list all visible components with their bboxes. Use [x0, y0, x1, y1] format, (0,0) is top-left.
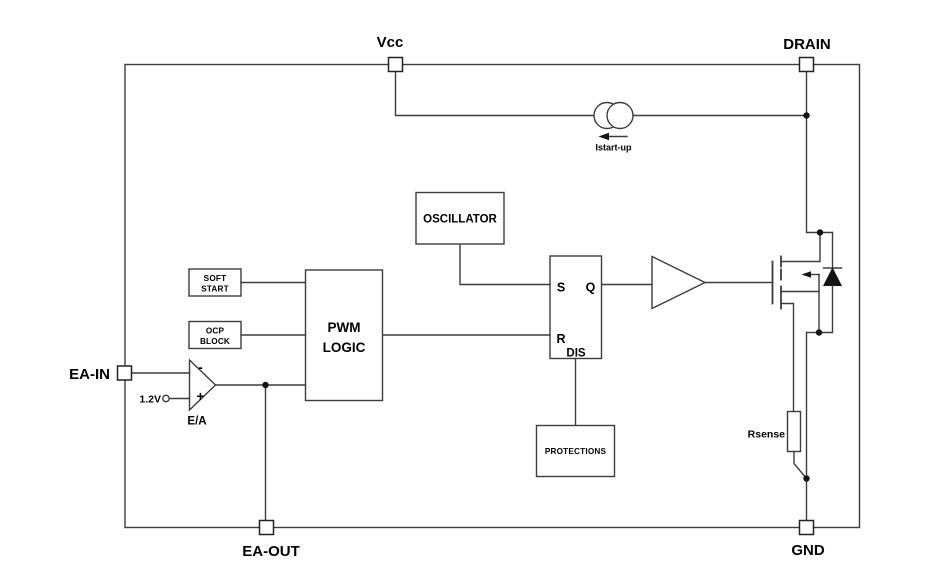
latch-dis-label: DIS [566, 348, 586, 360]
mosfet-body-arrow [801, 271, 820, 334]
latch-q-label: Q [586, 281, 596, 295]
pwm-label-line1: PWM [328, 320, 361, 335]
gnd-pin [798, 519, 815, 536]
soft-start-label-line1: SOFT [204, 274, 227, 283]
power-mosfet-symbol [771, 231, 821, 413]
ea-out-pin-label: EA-OUT [242, 543, 300, 560]
protections-label: PROTECTIONS [545, 447, 607, 456]
gate-driver-buffer [651, 255, 707, 310]
ic-boundary [124, 63, 861, 529]
wire-vcc-feed [394, 70, 595, 117]
ea-plus-sign: + [197, 389, 205, 404]
wire-mosfet-sense-source [780, 302, 795, 413]
protections-block [535, 424, 616, 478]
gnd-pin-label: GND [791, 542, 825, 559]
vcc-pin-label: Vcc [377, 34, 404, 51]
drain-pin-label: DRAIN [783, 36, 831, 53]
ea-in-pin-label: EA-IN [69, 366, 110, 383]
sr-latch-block [549, 255, 603, 360]
wire-oscillator-to-s [459, 243, 551, 286]
error-amp-triangle [188, 358, 217, 412]
ea-minus-sign: - [198, 360, 203, 375]
rsense-label: Rsense [748, 429, 786, 441]
startup-current-source-circuit [394, 70, 808, 141]
istartup-arrow-icon [598, 132, 628, 141]
wire-rsense-bottom [793, 450, 808, 480]
ocp-block [188, 320, 242, 350]
wire-drain-drop [805, 70, 834, 234]
body-diode-icon [818, 231, 843, 334]
ocp-label-line2: BLOCK [200, 337, 230, 346]
latch-s-label: S [557, 281, 565, 295]
ea-out-pin [258, 519, 275, 536]
error-amplifier [131, 358, 217, 412]
oscillator-label: OSCILLATOR [423, 214, 497, 226]
vref-label: 1.2V [139, 394, 161, 406]
pwm-logic-block [304, 269, 384, 402]
rsense-resistor [786, 410, 808, 480]
wire-mosfet-drain [780, 231, 821, 263]
current-source-icon [593, 101, 634, 130]
istartup-label: Istart-up [596, 143, 633, 153]
vcc-pin [387, 56, 404, 73]
vref-source [162, 394, 170, 403]
ea-label: E/A [187, 416, 206, 428]
oscillator-block [415, 191, 505, 245]
pwm-label-line2: LOGIC [323, 340, 366, 355]
wire-diode-anode [818, 284, 834, 334]
latch-r-label: R [556, 332, 565, 346]
junction-dots [262, 112, 824, 482]
ea-in-pin [116, 365, 133, 381]
ocp-label-line1: OCP [206, 327, 225, 336]
soft-start-label-line2: START [201, 285, 229, 294]
drain-pin [798, 56, 815, 73]
